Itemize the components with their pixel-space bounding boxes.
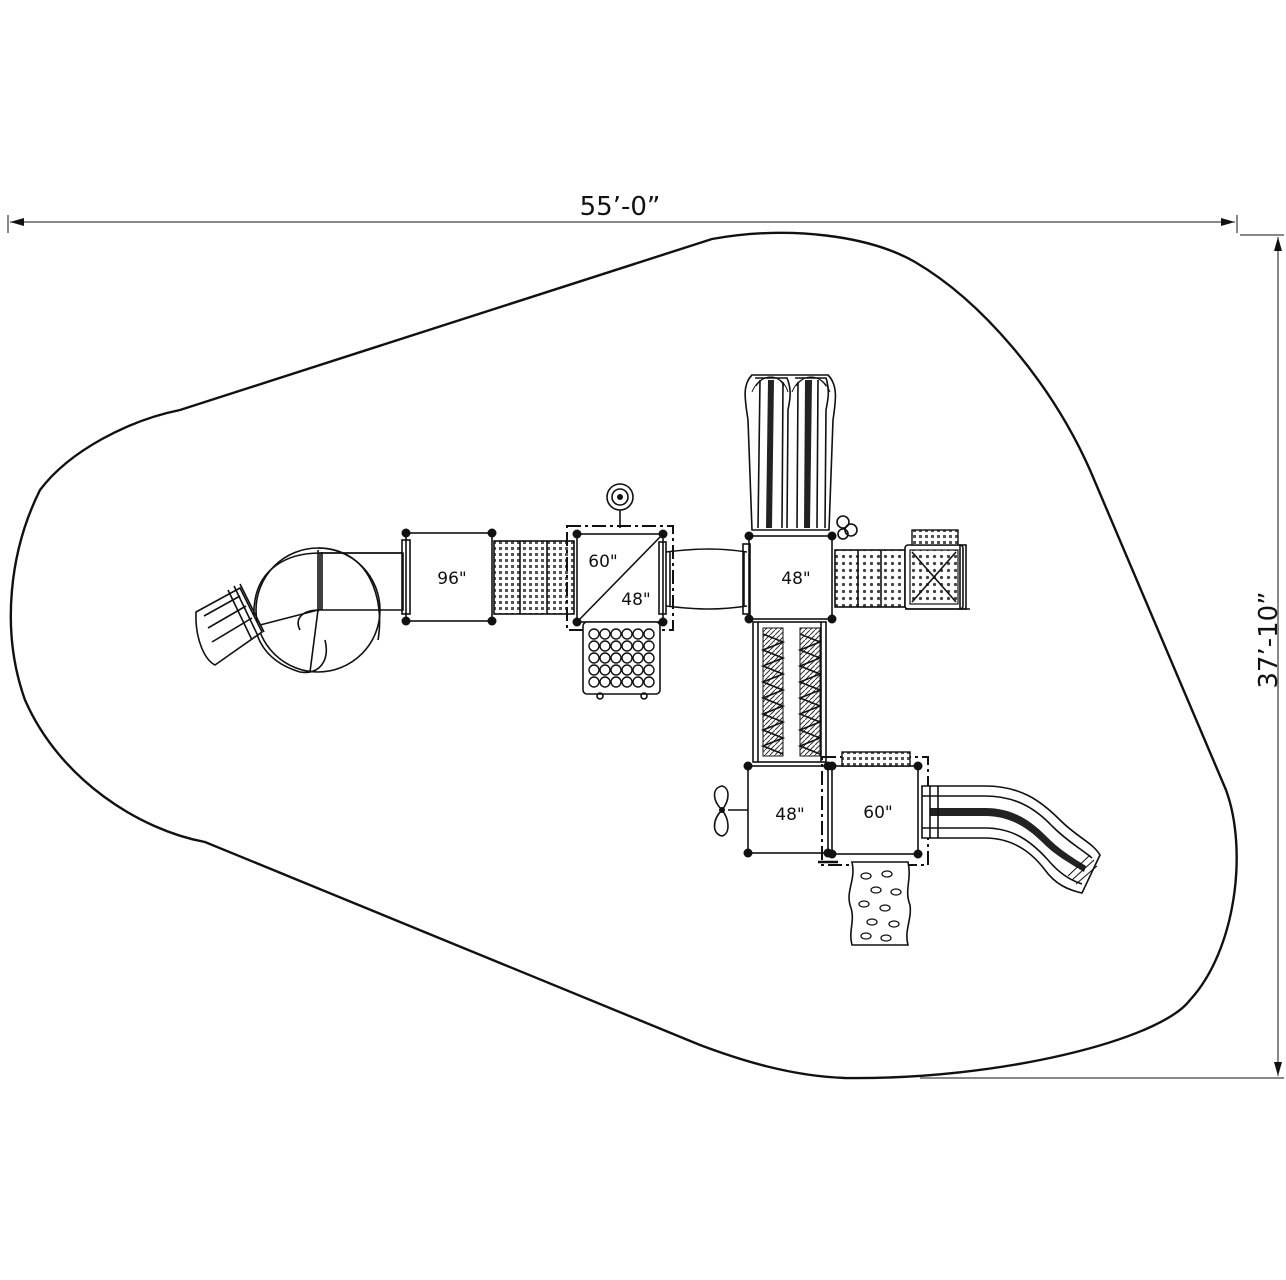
climbing-panel (582, 621, 661, 700)
deck-48-low: 48" (743, 761, 833, 858)
right-bridge (834, 549, 906, 608)
deck-48-mid: 48" (744, 531, 837, 624)
zigzag-bridge (752, 621, 827, 763)
deck-60-48-triangle: 60" 48" (566, 525, 674, 631)
depth-dimension-label: 37’-10” (1254, 591, 1284, 688)
deck-60-low-label: 60" (863, 803, 892, 823)
double-wave-slide (744, 374, 837, 531)
depth-dimension: 37’-10” (920, 234, 1284, 1079)
deck-96-label: 96" (437, 569, 466, 589)
propeller-panel (713, 785, 748, 837)
deck-96: 96" (401, 528, 497, 626)
deck-48-tri-label: 48" (621, 590, 650, 610)
deck-60-top-label: 60" (588, 552, 617, 572)
spiral-tube-slide (195, 547, 404, 674)
deck-48-low-label: 48" (775, 805, 804, 825)
steering-wheel-panel (606, 483, 634, 528)
width-dimension: 55’-0” (7, 190, 1238, 233)
curved-slide (921, 785, 1101, 894)
right-climber (904, 529, 970, 610)
deck-60-low: 60" (821, 751, 929, 866)
rock-climber (818, 860, 912, 946)
spinner-knobs (836, 515, 858, 540)
width-dimension-label: 55’-0” (580, 192, 661, 222)
deck-48-mid-label: 48" (781, 569, 810, 589)
crawl-tunnel (665, 543, 751, 615)
grid-bridge (493, 540, 575, 615)
use-zone-boundary (9, 231, 1238, 1080)
